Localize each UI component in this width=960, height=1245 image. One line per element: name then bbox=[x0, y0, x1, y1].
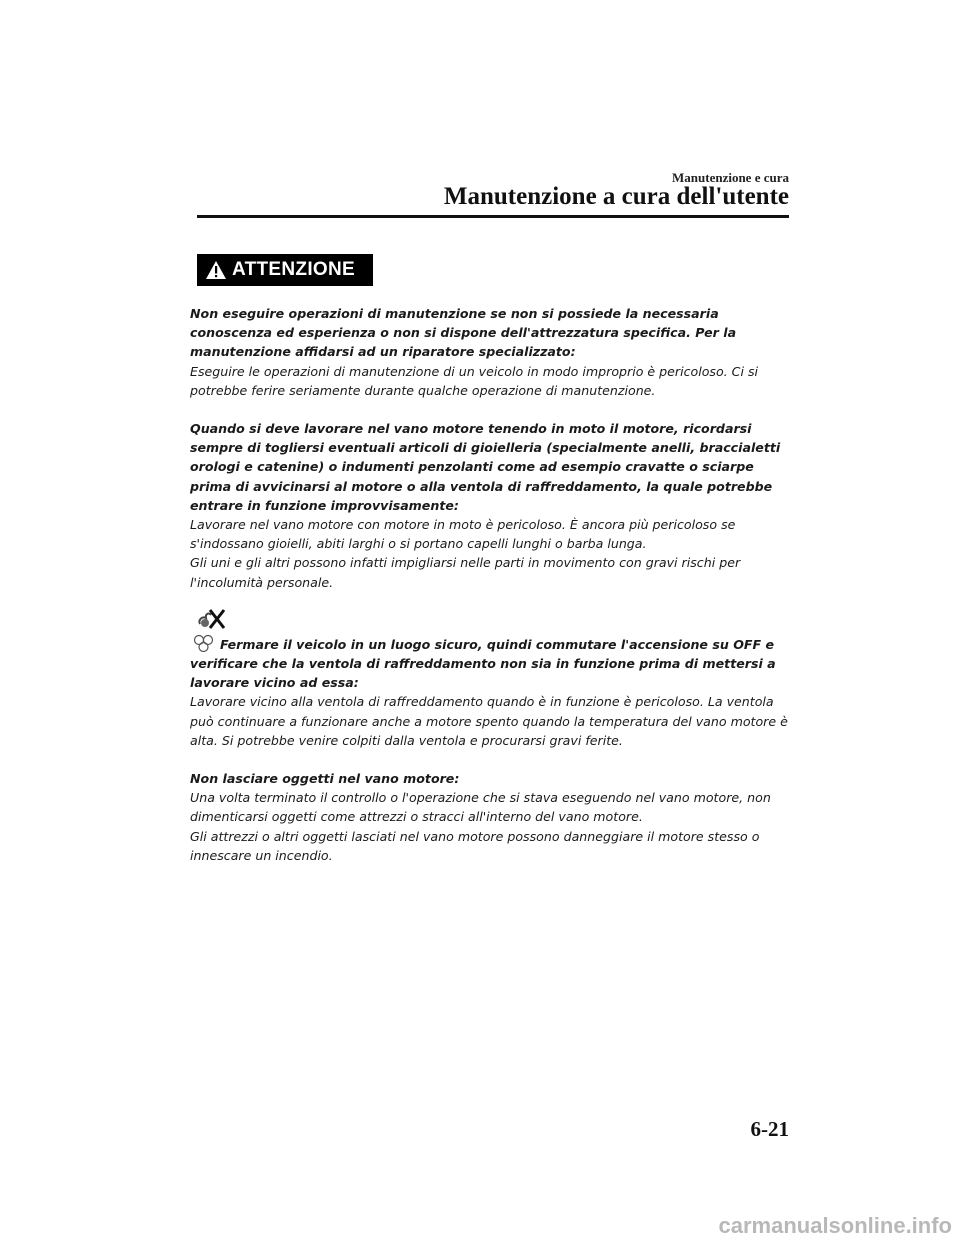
warning-label: ATTENZIONE bbox=[232, 259, 355, 280]
header-divider bbox=[197, 215, 789, 218]
fan-icon bbox=[193, 634, 214, 652]
watermark: carmanualsonline.info bbox=[718, 1213, 953, 1238]
block4-text-2: Gli attrezzi o altri oggetti lasciati ne… bbox=[190, 828, 760, 863]
block3-heading: Fermare il veicolo in un luogo sicuro, q… bbox=[190, 636, 776, 691]
warning-triangle-icon bbox=[206, 261, 226, 279]
page-title: Manutenzione a cura dell'utente bbox=[443, 183, 789, 210]
fan-warning-block: Fermare il veicolo in un luogo sicuro, q… bbox=[190, 606, 790, 750]
warning-content: Non eseguire operazioni di manutenzione … bbox=[190, 304, 790, 865]
block4-heading: Non lasciare oggetti nel vano motore: bbox=[190, 771, 460, 787]
block3-text: Lavorare vicino alla ventola di raffredd… bbox=[190, 694, 788, 748]
block2-text-2: Gli uni e gli altri possono infatti impi… bbox=[190, 555, 741, 590]
section-title: Manutenzione e cura bbox=[672, 170, 789, 185]
block4-text-1: Una volta terminato il controllo o l'ope… bbox=[190, 790, 771, 825]
block2-heading: Quando si deve lavorare nel vano motore … bbox=[190, 421, 781, 513]
page-number: 6-21 bbox=[750, 1117, 790, 1141]
block1-heading: Non eseguire operazioni di manutenzione … bbox=[190, 306, 737, 360]
fan-warning-icon bbox=[190, 606, 790, 634]
block1-text: Eseguire le operazioni di manutenzione d… bbox=[190, 363, 759, 398]
warning-banner: ATTENZIONE bbox=[197, 254, 373, 286]
block2-text-1: Lavorare nel vano motore con motore in m… bbox=[190, 517, 736, 552]
